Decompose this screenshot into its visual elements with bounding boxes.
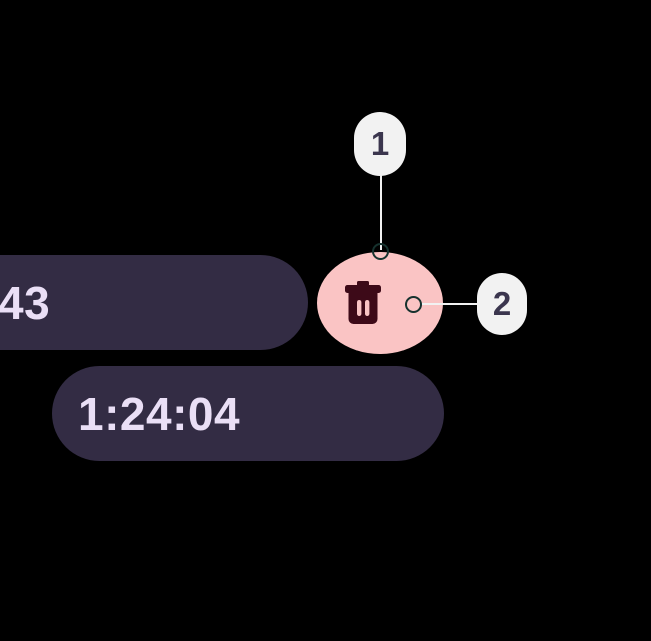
annotation-badge-1[interactable]: 1 xyxy=(354,112,406,176)
leader-line-2 xyxy=(420,303,484,305)
annotation-badge-1-label: 1 xyxy=(370,125,390,162)
annotation-anchor-1 xyxy=(372,243,389,260)
annotation-anchor-2 xyxy=(405,296,422,313)
count-pill: 43 xyxy=(0,255,308,350)
duration-pill: 1:24:04 xyxy=(52,366,444,461)
leader-line-1 xyxy=(380,160,382,250)
trash-icon xyxy=(345,281,381,324)
annotation-badge-2[interactable]: 2 xyxy=(477,273,527,335)
duration-pill-value: 1:24:04 xyxy=(78,387,241,440)
delete-action-button[interactable] xyxy=(317,252,443,354)
annotation-badge-2-label: 2 xyxy=(492,285,512,322)
count-pill-value: 43 xyxy=(0,276,51,329)
